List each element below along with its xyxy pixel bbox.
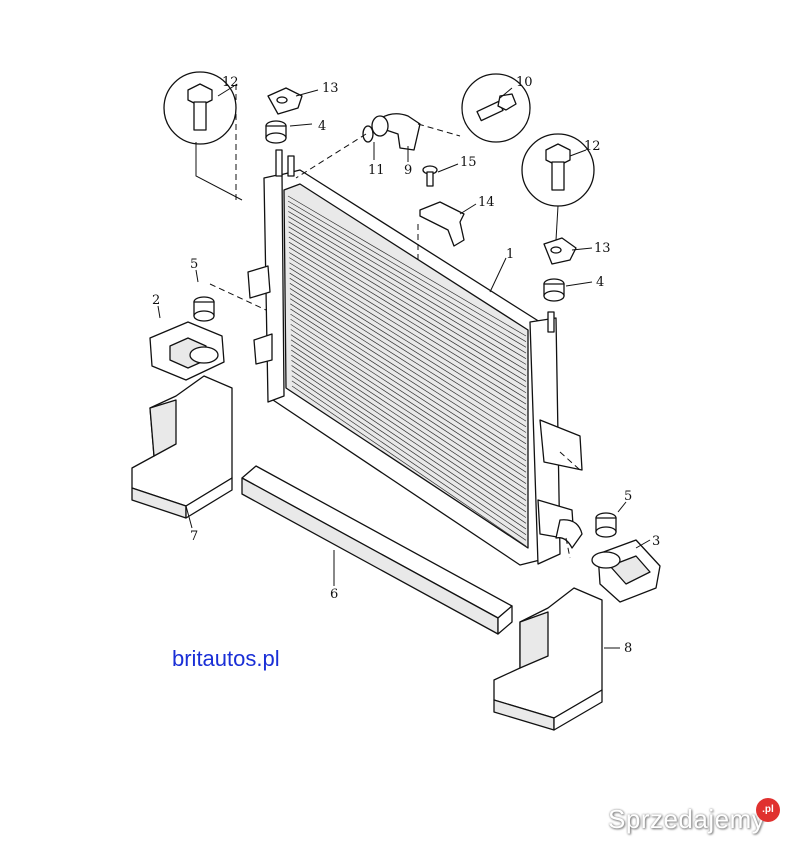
radiator-fin (287, 195, 527, 337)
radiator-fin (290, 329, 527, 484)
callout-5-right: 5 (624, 489, 632, 504)
radiator-fin (291, 349, 527, 507)
callout-12-right: 12 (584, 139, 601, 154)
radiator-fin (289, 272, 527, 422)
callout-2: 2 (152, 293, 160, 308)
bolt-detail-right (521, 133, 595, 241)
callout-7: 7 (190, 529, 198, 544)
radiator-fin (288, 221, 527, 365)
foam-seal-strip (241, 465, 513, 635)
radiator-fin (289, 283, 527, 433)
radiator-fin (291, 370, 527, 530)
callout-4-top: 4 (318, 119, 326, 134)
radiator-fin (291, 385, 527, 547)
radiator-fin (291, 354, 527, 513)
brand-caption: britautos.pl (172, 646, 280, 671)
radiator-fin (288, 205, 527, 348)
callout-11: 11 (368, 163, 385, 178)
radiator-fin (289, 262, 527, 411)
radiator-fin (291, 365, 527, 524)
radiator-core (247, 149, 583, 566)
bolt-detail-left (163, 71, 243, 201)
callout-8: 8 (624, 641, 632, 656)
lower-mount-right (493, 587, 603, 731)
radiator-fin (288, 216, 527, 360)
radiator-fin (288, 226, 527, 371)
radiator-fin (288, 211, 527, 354)
retaining-clip-right (543, 237, 577, 265)
radiator-fin (291, 360, 527, 518)
radiator-fin (288, 231, 527, 377)
radiator-fin (287, 200, 527, 342)
bolt-detail-top (461, 73, 531, 143)
radiator-fin (290, 303, 527, 456)
retaining-clip-left (267, 87, 303, 115)
radiator-fin (290, 313, 527, 467)
top-bushing-right (543, 278, 565, 302)
radiator-fin (291, 380, 527, 541)
callout-13-right: 13 (594, 241, 611, 256)
callout-13-left: 13 (322, 81, 339, 96)
hose-connector (371, 113, 421, 151)
radiator-fin (289, 267, 527, 416)
radiator-fin (288, 247, 527, 394)
radiator-fin (290, 324, 527, 479)
radiator-fin (288, 236, 527, 382)
lower-mount-left (131, 375, 233, 519)
mounting-bracket-left (149, 321, 225, 381)
mounting-bracket-right (591, 539, 661, 603)
radiator-fin (290, 308, 527, 462)
callout-9: 9 (404, 163, 412, 178)
callout-5-left: 5 (190, 257, 198, 272)
radiator-fin (290, 339, 527, 496)
rubber-bushing-left (193, 296, 215, 322)
callout-3: 3 (652, 534, 660, 549)
radiator-fin (289, 252, 527, 399)
radiator-fin (290, 334, 527, 490)
callout-4-right: 4 (596, 275, 604, 290)
radiator-fin (289, 298, 527, 450)
callout-numbers: 1 2 3 4 4 5 5 6 7 8 9 10 11 12 12 13 13 … (152, 75, 660, 656)
radiator-fin (289, 293, 527, 445)
radiator-fin (290, 318, 527, 473)
top-bushing-left (265, 120, 287, 144)
watermark-text: Sprzedajemy (608, 804, 766, 834)
hose-bracket (419, 201, 465, 247)
callout-12-left: 12 (222, 75, 239, 90)
radiator-fin (288, 241, 527, 388)
radiator-fin (289, 257, 527, 405)
o-ring (362, 125, 374, 143)
callout-14: 14 (478, 195, 495, 210)
small-screw (422, 165, 438, 187)
callout-6: 6 (330, 587, 338, 602)
radiator-fin (289, 277, 527, 428)
callout-10: 10 (516, 75, 533, 90)
callout-15: 15 (460, 155, 477, 170)
radiator-fin (289, 288, 527, 439)
leader-lines (157, 84, 651, 649)
radiator-fin (290, 344, 527, 501)
radiator-fin (291, 375, 527, 535)
callout-1: 1 (506, 247, 514, 262)
watermark-badge: .pl (756, 798, 780, 822)
rubber-bushing-right (595, 512, 617, 538)
